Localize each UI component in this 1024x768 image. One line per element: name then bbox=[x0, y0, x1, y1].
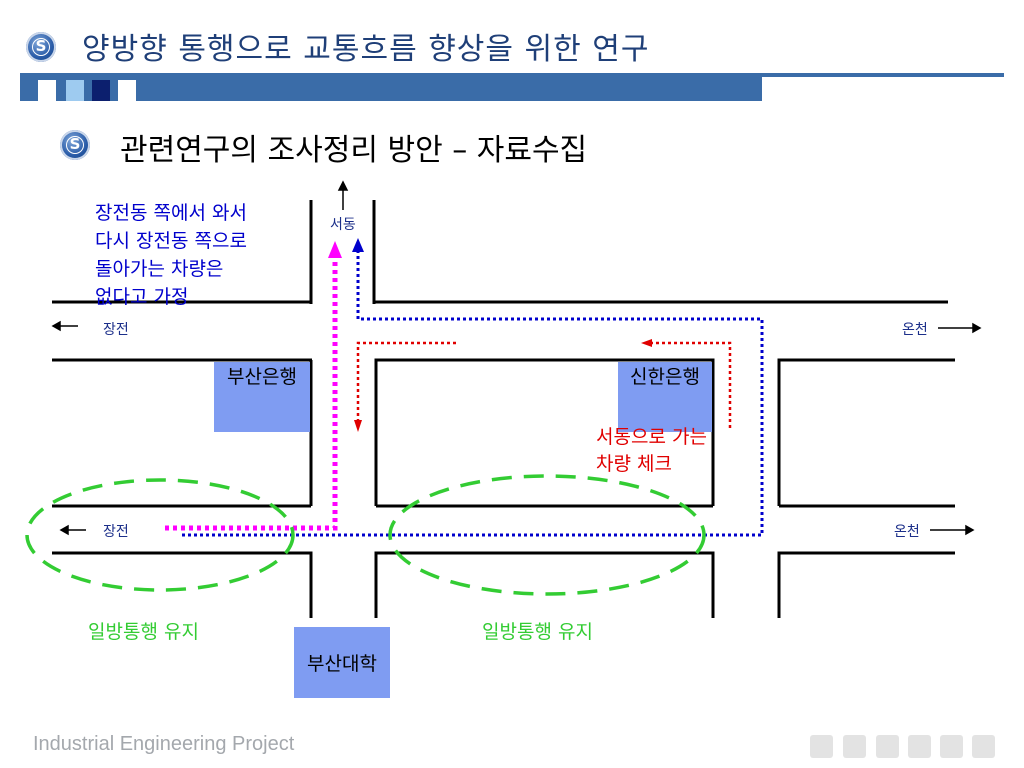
oneway-zone-left bbox=[25, 478, 295, 592]
oneway-zone-right bbox=[388, 474, 706, 596]
bullet-s-icon bbox=[26, 32, 56, 62]
assumption-line-2: 다시 장전동 쪽으로 bbox=[95, 230, 247, 252]
label-west-lower: 장전 bbox=[103, 524, 129, 540]
check-note: 서동으로 가는 차량 체크 bbox=[596, 424, 707, 478]
assumption-line-3: 돌아가는 차량은 bbox=[95, 258, 224, 280]
busan-univ-box: 부산대학 bbox=[294, 627, 390, 698]
check-line-1: 서동으로 가는 bbox=[596, 426, 707, 448]
footer-square-6 bbox=[972, 735, 995, 758]
oneway-label-left: 일방통행 유지 bbox=[88, 621, 199, 643]
header-bar-block bbox=[20, 77, 762, 101]
section-subtitle: 관련연구의 조사정리 방안 – 자료수집 bbox=[120, 133, 588, 168]
header-bar-square-2 bbox=[66, 80, 84, 101]
check-line-2: 차량 체크 bbox=[596, 453, 672, 475]
label-east-upper: 온천 bbox=[902, 322, 928, 338]
blue-route bbox=[182, 250, 764, 537]
magenta-route-arrowhead bbox=[328, 241, 342, 258]
header-bar bbox=[20, 73, 1004, 77]
oneway-zones bbox=[25, 474, 706, 596]
red-check-route bbox=[356, 341, 732, 430]
assumption-note: 장전동 쪽에서 와서 다시 장전동 쪽으로 돌아가는 차량은 없다고 가정 bbox=[95, 199, 247, 311]
header-bar-square-1 bbox=[38, 80, 56, 101]
label-east-lower: 온천 bbox=[894, 524, 920, 540]
shinhan-bank-box: 신한은행 bbox=[618, 362, 712, 432]
magenta-route bbox=[165, 256, 338, 531]
header-bar-square-3 bbox=[92, 80, 110, 101]
footer-square-4 bbox=[908, 735, 931, 758]
slide-title: 양방향 통행으로 교통흐름 향상을 위한 연구 bbox=[82, 32, 650, 67]
footer-square-3 bbox=[876, 735, 899, 758]
assumption-line-4: 없다고 가정 bbox=[95, 286, 189, 308]
footer-text: Industrial Engineering Project bbox=[33, 733, 295, 755]
road-edges bbox=[52, 200, 955, 618]
red-arrowhead-down bbox=[354, 420, 362, 432]
bullet-s-icon-2 bbox=[60, 130, 90, 160]
header-bar-square-4 bbox=[118, 80, 136, 101]
oneway-label-right: 일방통행 유지 bbox=[482, 621, 593, 643]
direction-arrows bbox=[51, 180, 982, 536]
busan-bank-box: 부산은행 bbox=[214, 362, 310, 432]
footer-square-2 bbox=[843, 735, 866, 758]
red-arrowhead-left bbox=[641, 339, 652, 347]
label-north: 서동 bbox=[330, 217, 356, 233]
label-west-upper: 장전 bbox=[103, 322, 129, 338]
blue-route-arrowhead bbox=[352, 238, 364, 252]
footer-square-1 bbox=[810, 735, 833, 758]
footer-square-5 bbox=[940, 735, 963, 758]
assumption-line-1: 장전동 쪽에서 와서 bbox=[95, 202, 247, 224]
